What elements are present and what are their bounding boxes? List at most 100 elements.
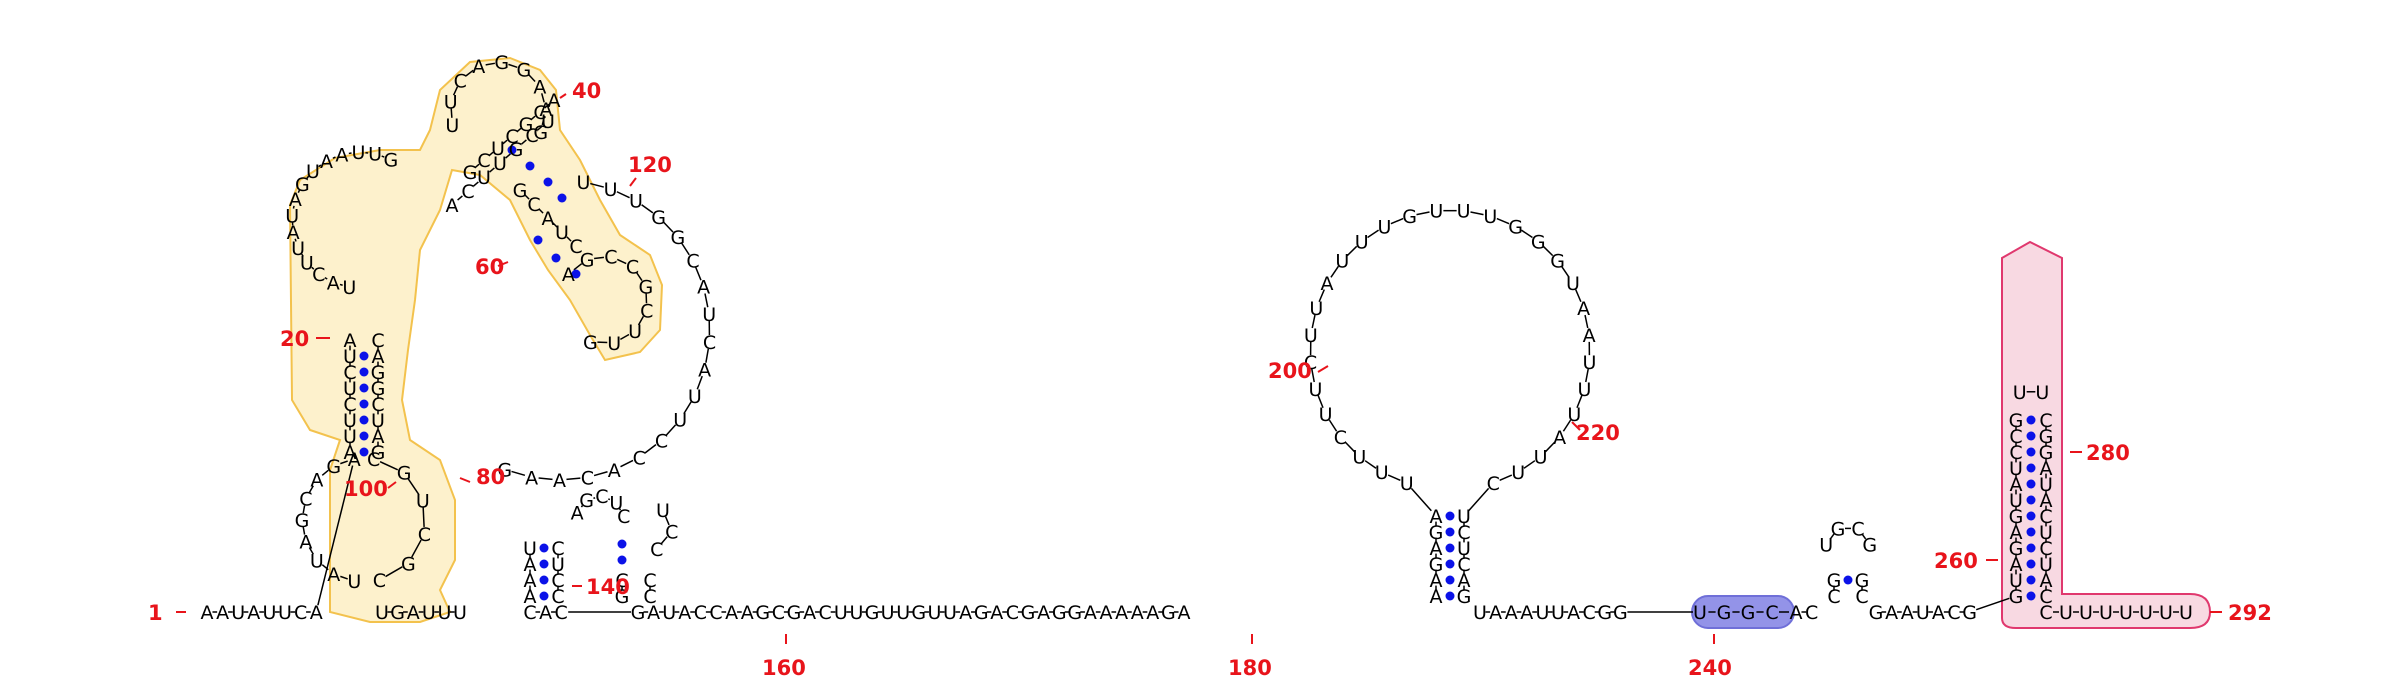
nucleotide: A	[1790, 602, 1803, 624]
nucleotide: U	[609, 492, 623, 514]
nucleotide: G	[1597, 602, 1612, 624]
base-pair-dot	[1445, 559, 1455, 569]
position-label-240: 240	[1688, 656, 1732, 679]
backbone-segment	[516, 127, 522, 133]
nucleotide: A	[562, 264, 575, 286]
nucleotide: U	[262, 602, 276, 624]
nucleotide: G	[911, 602, 926, 624]
backbone-segment	[407, 478, 420, 496]
nucleotide: U	[1375, 462, 1389, 484]
nucleotide: G	[1862, 535, 1877, 557]
backbone-segment	[1576, 395, 1583, 409]
nucleotide: U	[673, 410, 687, 432]
nucleotide: A	[1458, 570, 1471, 592]
nucleotide: A	[524, 554, 537, 576]
nucleotide: A	[524, 586, 537, 608]
nucleotide: G	[671, 227, 686, 249]
nucleotide: G	[401, 553, 416, 575]
nucleotide: U	[343, 378, 357, 400]
position-label-180: 180	[1228, 656, 1272, 679]
backbone-segment	[1468, 487, 1490, 512]
nucleotide: A	[725, 602, 738, 624]
nucleotide: C	[694, 602, 707, 624]
backbone-segment	[1975, 597, 2010, 611]
nucleotide: U	[662, 602, 676, 624]
nucleotide: A	[1885, 602, 1898, 624]
nucleotide: A	[647, 602, 660, 624]
nucleotide: A	[1115, 602, 1128, 624]
nucleotide: A	[1430, 586, 1443, 608]
nucleotide: A	[1430, 538, 1443, 560]
nucleotide: U	[2039, 474, 2053, 496]
backbone-segment	[1562, 419, 1572, 432]
position-label-292: 292	[2228, 601, 2272, 625]
nucleotide: A	[287, 222, 300, 244]
backbone-segment	[1499, 474, 1513, 482]
nucleotide: U	[2009, 490, 2023, 512]
nucleotide: G	[326, 456, 341, 478]
backbone-segment	[488, 151, 494, 157]
backbone-segment	[317, 465, 354, 606]
position-label-220: 220	[1576, 421, 1620, 445]
nucleotide: C	[1827, 586, 1840, 608]
backbone-segment	[566, 236, 572, 242]
backbone-segment	[505, 153, 511, 159]
backbone-segment	[521, 139, 527, 145]
base-pair-dot	[557, 193, 567, 203]
nucleotide: G	[519, 114, 534, 136]
nucleotide: A	[216, 602, 229, 624]
nucleotide: G	[1550, 251, 1565, 273]
base-pair-dot	[571, 269, 581, 279]
nucleotide: A	[299, 531, 312, 553]
nucleotide: U	[881, 602, 895, 624]
backbone-segment	[311, 266, 315, 270]
base-pair-dot	[551, 253, 561, 263]
nucleotide: G	[513, 180, 528, 202]
nucleotide: C	[1304, 352, 1317, 374]
nucleotide: U	[849, 602, 863, 624]
backbone-segment	[594, 256, 605, 260]
nucleotide: C	[551, 570, 564, 592]
position-label-140: 140	[586, 575, 630, 599]
base-pair-dot	[539, 591, 549, 601]
backbone-segment	[308, 485, 314, 493]
nucleotide: A	[335, 144, 348, 166]
backbone-segment	[1523, 460, 1536, 469]
nucleotide: A	[697, 277, 710, 299]
backbone-segment	[485, 62, 495, 66]
base-pair-dot	[539, 559, 549, 569]
nucleotide: U	[1693, 602, 1707, 624]
base-pair-dot	[2026, 463, 2036, 473]
nucleotide: A	[539, 99, 552, 121]
nucleotide: G	[1717, 602, 1732, 624]
nucleotide: U	[343, 410, 357, 432]
position-label-40: 40	[572, 79, 601, 103]
base-pair-dot	[2026, 543, 2036, 553]
backbone-segment	[607, 498, 611, 501]
nucleotide: G	[2039, 426, 2054, 448]
position-ticks	[176, 93, 2222, 644]
nucleotide: G	[390, 602, 405, 624]
backbone-segment	[508, 63, 518, 69]
nucleotide: U	[444, 92, 458, 114]
position-tick	[497, 261, 509, 267]
nucleotide: C	[418, 524, 431, 546]
base-pair-dot	[2026, 511, 2036, 521]
backbone-segment	[1520, 229, 1533, 239]
backbone-segment	[580, 505, 584, 508]
backbone-segment	[1544, 441, 1556, 453]
nucleotide: U	[1352, 447, 1366, 469]
nucleotide: U	[2035, 382, 2049, 404]
nucleotide: C	[312, 264, 325, 286]
nucleotide: U	[231, 602, 245, 624]
nucleotide: C	[1765, 602, 1778, 624]
nucleotide: U	[628, 321, 642, 343]
base-pair-dot	[359, 431, 369, 441]
nucleotide: U	[1429, 201, 1443, 223]
nucleotide: G	[1402, 206, 1417, 228]
nucleotide: U	[343, 426, 357, 448]
nucleotide: C	[551, 586, 564, 608]
backbone-segment	[457, 195, 463, 201]
nucleotide: U	[371, 410, 385, 432]
